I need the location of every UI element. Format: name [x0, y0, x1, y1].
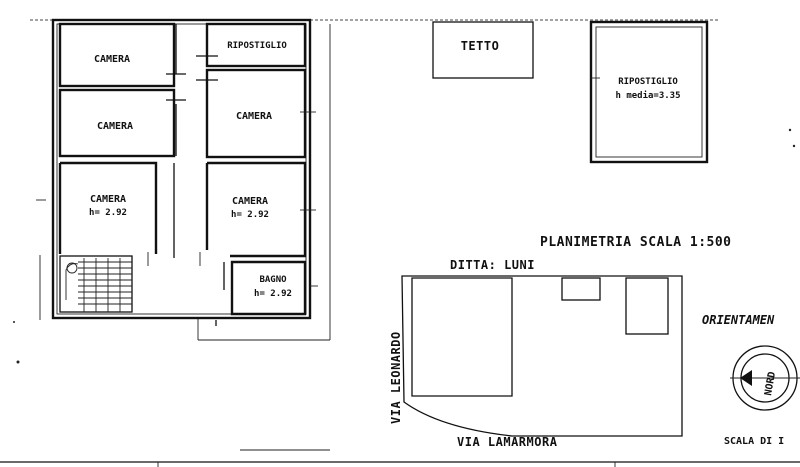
staircase	[59, 255, 133, 313]
outer-wall	[51, 18, 312, 320]
room-camera-5	[205, 161, 307, 258]
main-floor-plan: CAMERA CAMERA CAMERA h= 2.92 RIPOSTIGLIO…	[36, 18, 318, 326]
room-camera-1	[58, 22, 176, 88]
label-camera-1: CAMERA	[94, 54, 130, 65]
stray-mark	[788, 128, 792, 132]
outer-wall-inner-line	[56, 23, 307, 315]
label-camera-3: CAMERA	[90, 194, 126, 205]
site-plan-company: DITTA: LUNI	[450, 258, 535, 272]
stair-newel	[66, 262, 78, 274]
room-camera-3	[58, 161, 158, 254]
site-plan: PLANIMETRIA SCALA 1:500 DITTA: LUNI VIA …	[389, 235, 800, 449]
site-lot-boundary	[401, 275, 683, 437]
ripostiglio-outbuilding: RIPOSTIGLIO h media=3.35	[589, 20, 709, 164]
label-tetto: TETTO	[461, 39, 500, 53]
site-annex-small	[561, 277, 601, 301]
label-camera-3-height: h= 2.92	[89, 208, 127, 218]
label-ripostiglio-height: h media=3.35	[615, 90, 680, 101]
label-camera-4: CAMERA	[236, 111, 272, 122]
street-via-lamarmora: VIA LAMARMORA	[457, 435, 558, 449]
label-bagno-height: h= 2.92	[254, 289, 292, 299]
label-camera-5-height: h= 2.92	[231, 210, 269, 220]
room-bagno	[230, 260, 307, 316]
label-camera-5: CAMERA	[232, 196, 268, 207]
stray-mark	[13, 321, 15, 323]
ripostiglio-inner-line	[595, 26, 703, 158]
ripostiglio-outer-wall	[589, 20, 709, 164]
site-annex-right	[625, 277, 669, 335]
room-camera-2	[58, 88, 176, 158]
tetto: TETTO	[432, 21, 534, 79]
orientation-label: ORIENTAMEN	[702, 313, 775, 327]
north-compass: NORD	[730, 345, 800, 411]
stray-mark	[16, 360, 20, 364]
compass-arrow	[740, 370, 752, 386]
room-ripostiglio-top	[205, 22, 307, 68]
room-camera-4	[205, 68, 307, 159]
site-main-building	[411, 277, 513, 397]
label-bagno: BAGNO	[259, 275, 287, 285]
stray-mark	[792, 144, 796, 148]
scale-label: SCALA DI I	[724, 436, 784, 447]
label-ripostiglio: RIPOSTIGLIO	[618, 77, 678, 87]
label-camera-2: CAMERA	[97, 121, 133, 132]
stair-arrow	[65, 263, 79, 300]
tetto-outline	[432, 21, 534, 79]
compass-north-label: NORD	[763, 371, 778, 397]
label-ripostiglio-top: RIPOSTIGLIO	[227, 41, 287, 51]
site-plan-title: PLANIMETRIA SCALA 1:500	[540, 235, 732, 250]
street-via-leonardo: VIA LEONARDO	[389, 331, 403, 424]
